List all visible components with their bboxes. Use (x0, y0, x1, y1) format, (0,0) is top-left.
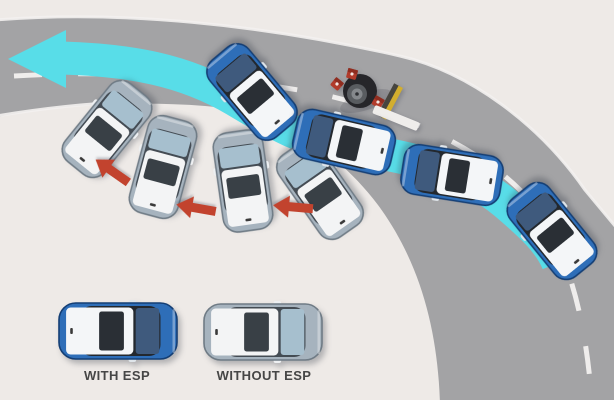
tire-icon (343, 74, 377, 108)
without-esp-label: WITHOUT ESP (216, 368, 312, 383)
warning-block-icon (346, 67, 359, 80)
esp-car-2 (291, 108, 397, 176)
no-esp-car-3 (128, 114, 198, 220)
esp-car-1 (206, 42, 298, 142)
legend-no-esp-car (203, 301, 323, 363)
esp-car-4 (506, 181, 598, 281)
road-outer-edge-line (0, 15, 614, 228)
legend-esp-car (58, 300, 178, 362)
skid-direction-arrow-icon (273, 195, 314, 218)
cars-layer (58, 42, 598, 363)
white-strip-icon (372, 105, 420, 131)
with-esp-label: WITH ESP (83, 368, 151, 383)
no-esp-car-2 (212, 129, 274, 233)
skid-direction-arrow-icon (95, 159, 131, 187)
warning-block-icon (330, 76, 345, 91)
road-surface (0, 16, 614, 400)
skid-direction-arrow-icon (176, 196, 217, 219)
road-obstacle (330, 67, 420, 131)
esp-car-3 (400, 143, 504, 207)
esp-path-arrowhead-icon (8, 30, 66, 88)
no-esp-car-4 (61, 79, 153, 179)
skid-arrows-layer (95, 159, 314, 219)
warning-block-icon (371, 95, 385, 109)
